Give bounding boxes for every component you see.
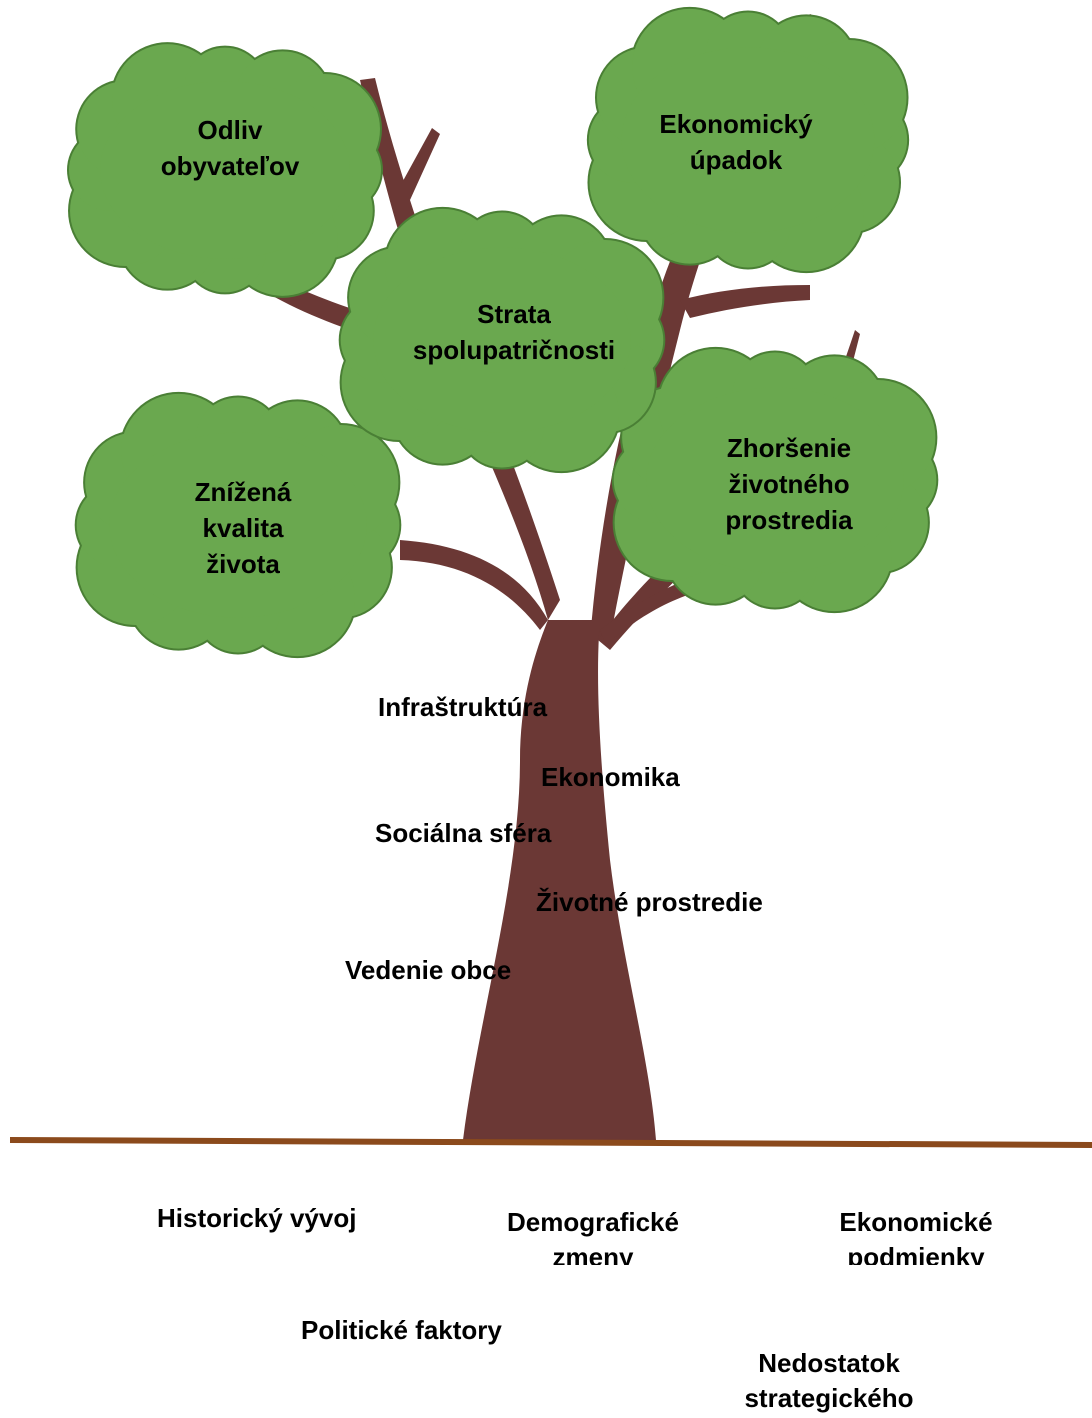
cloud-odliv: [67, 42, 384, 298]
cloud-zhorsenie: [611, 346, 939, 614]
trunk-label-ekonomika: Ekonomika: [541, 762, 680, 792]
cloud-core: [109, 432, 367, 618]
branch-5: [680, 285, 810, 318]
cloud-label-znizena: Znížená kvalita života: [194, 477, 292, 579]
trunk-label-vedenie: Vedenie obce: [345, 955, 512, 985]
branch-3: [400, 540, 548, 630]
trunk-label-zivotne: Životné prostredie: [536, 887, 763, 917]
ground-line: [9, 1137, 1092, 1148]
root-label-ekonomicke: Ekonomické podmienky: [839, 1207, 993, 1265]
cloud-label-odliv: Odliv obyvateľov: [160, 115, 300, 181]
root-label-politicke: Politické faktory: [301, 1315, 502, 1345]
cloud-label-ekonomicky-upadok: Ekonomický úpadok: [659, 109, 813, 175]
trunk-label-socialna: Sociálna sféra: [375, 818, 552, 848]
cloud-core: [373, 247, 631, 433]
cloud-znizena: [74, 391, 402, 659]
cloud-ekonomicky-upadok: [586, 6, 910, 274]
root-label-historicky: Historický vývoj: [157, 1203, 357, 1233]
branch-8: [600, 575, 702, 645]
cloud-core: [646, 387, 904, 573]
cloud-label-zhorsenie: Zhoršenie životného prostredia: [725, 433, 853, 535]
cloud-label-strata: Strata spolupatričnosti: [412, 299, 616, 365]
root-label-nedostatok: Nedostatok strategického plánovania: [744, 1348, 914, 1413]
root-label-demograficke: Demografické zmeny: [507, 1207, 679, 1265]
cloud-layer: [67, 6, 939, 659]
trunk-label-infrastruktura: Infraštruktúra: [378, 692, 548, 722]
cloud-core: [621, 47, 875, 233]
cloud-core: [100, 81, 350, 259]
branch-1: [398, 128, 440, 200]
cloud-strata: [338, 206, 666, 474]
branch-4: [590, 14, 822, 640]
tree-trunk: [463, 620, 656, 1140]
